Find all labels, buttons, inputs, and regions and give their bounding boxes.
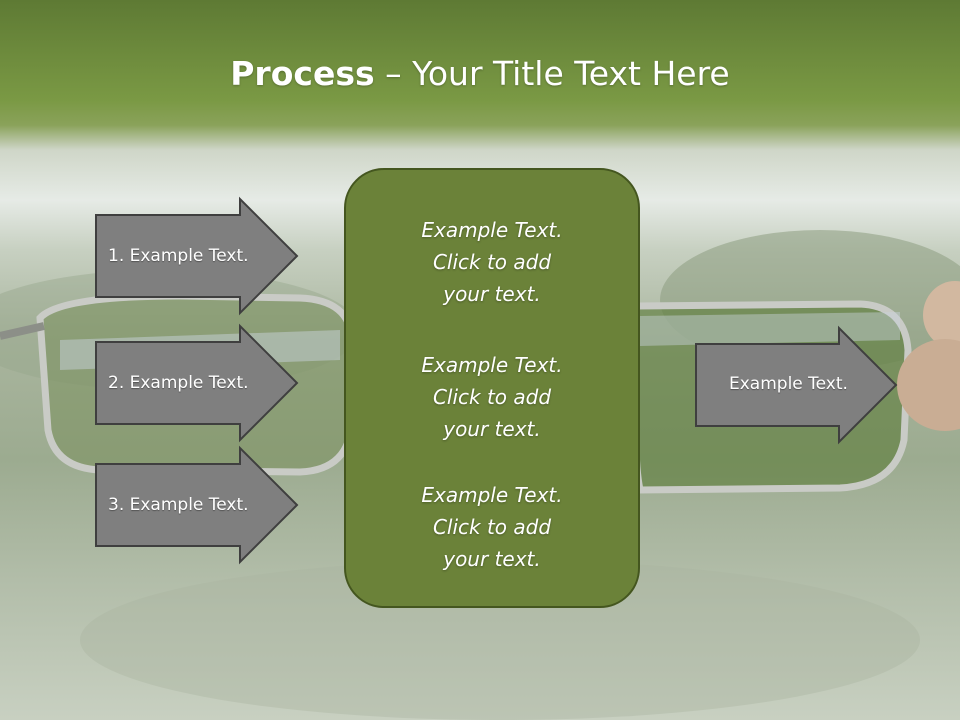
fingers — [897, 281, 960, 431]
center-block-3-line-2: Click to add — [432, 515, 552, 539]
center-block-2-line-1: Example Text. — [421, 353, 563, 377]
center-block-3-line-1: Example Text. — [421, 483, 563, 507]
center-block-1-line-3: your text. — [443, 282, 541, 306]
center-block-1-line-1: Example Text. — [421, 218, 563, 242]
center-block-3: Example Text. Click to add your text. — [346, 479, 638, 575]
center-block-1-line-2: Click to add — [432, 250, 552, 274]
center-block-2-line-3: your text. — [443, 417, 541, 441]
title-rest: – Your Title Text Here — [374, 54, 730, 93]
right-arrow — [695, 325, 898, 445]
center-block-2-line-2: Click to add — [432, 385, 552, 409]
center-block-3-line-3: your text. — [443, 547, 541, 571]
title-bold: Process — [230, 54, 375, 93]
center-block-2: Example Text. Click to add your text. — [346, 349, 638, 445]
left-arrow-1-label: 1. Example Text. — [108, 246, 249, 266]
glasses-temple — [0, 322, 45, 340]
left-arrow-3 — [95, 445, 299, 565]
center-text-box[interactable]: Example Text. Click to add your text. Ex… — [344, 168, 640, 608]
slide-title: Process – Your Title Text Here — [0, 52, 960, 96]
left-arrow-2 — [95, 323, 299, 443]
right-arrow-label: Example Text. — [729, 374, 848, 394]
left-arrow-2-label: 2. Example Text. — [108, 373, 249, 393]
center-block-1: Example Text. Click to add your text. — [346, 214, 638, 310]
left-arrow-1 — [95, 196, 299, 316]
left-arrow-3-label: 3. Example Text. — [108, 495, 249, 515]
